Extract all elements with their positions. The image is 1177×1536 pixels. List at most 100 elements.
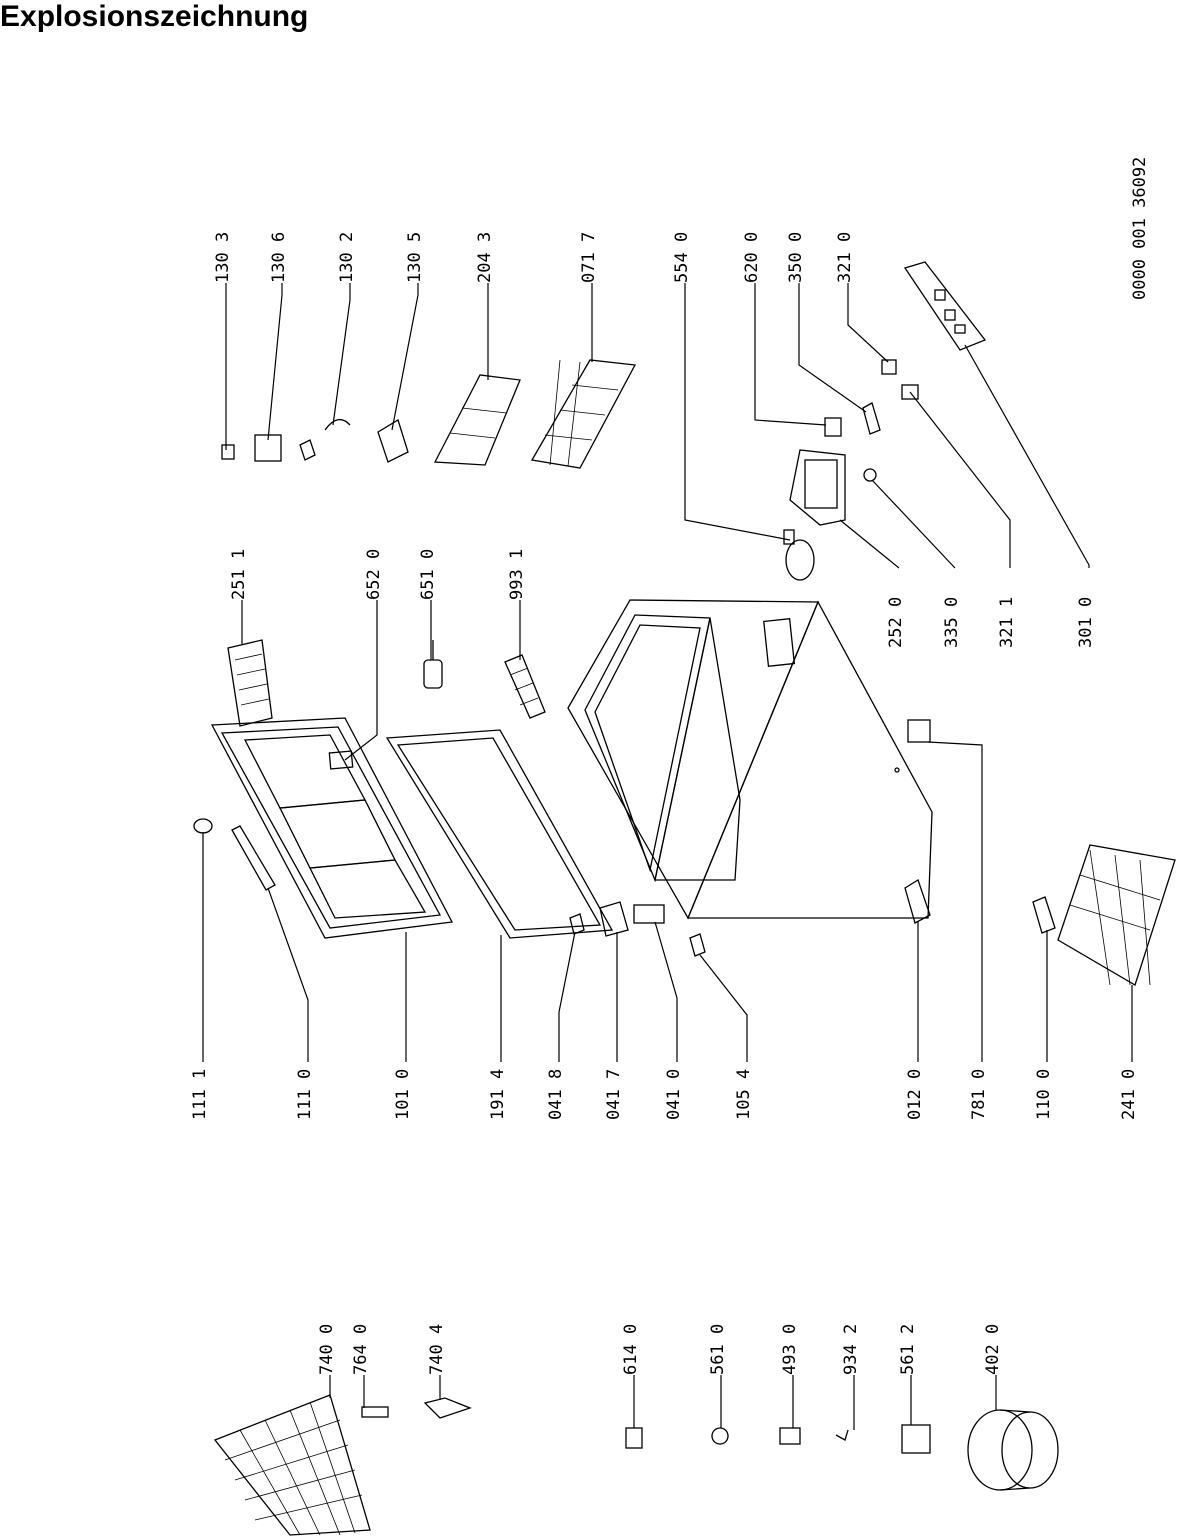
part-label-993-1: 993 1 (507, 549, 527, 600)
handle-drawing (231, 825, 276, 891)
leader-line-041-8 (558, 931, 576, 1062)
part-label-561-0: 561 0 (708, 1324, 728, 1375)
leader-line-105-4 (699, 954, 748, 1062)
leader-line-321-1 (909, 391, 1011, 568)
part-label-554-0: 554 0 (672, 232, 692, 283)
gasket-drawing (385, 729, 614, 939)
leader-line-620-0 (754, 283, 827, 426)
part-label-252-0: 252 0 (886, 597, 906, 648)
page-title: Explosionszeichnung (0, 0, 309, 33)
lid-drawing (210, 717, 454, 939)
compressor-drawing (967, 1409, 1059, 1491)
part-0410-drawing (633, 904, 665, 924)
part-label-191-4: 191 4 (488, 1069, 508, 1120)
part-4930-drawing (779, 1427, 801, 1445)
part-label-130-6: 130 6 (269, 232, 289, 283)
part-label-321-1: 321 1 (997, 597, 1017, 648)
part-label-041-7: 041 7 (604, 1069, 624, 1120)
part-5612-drawing (901, 1424, 931, 1454)
basket-drawing (1057, 844, 1176, 986)
leader-lines (202, 283, 1133, 1430)
part-label-111-1: 111 1 (190, 1069, 210, 1120)
part-labels: 130 3 130 6 130 2 130 5 204 3 071 7 554 0 620 0… (190, 232, 1139, 1375)
leader-line-130-6 (267, 283, 283, 441)
leader-line-301-0 (964, 344, 1090, 568)
part-7640-drawing (361, 1406, 389, 1418)
part-6140-drawing (625, 1427, 643, 1449)
part-label-335-0: 335 0 (942, 597, 962, 648)
part-3010-drawing (903, 261, 987, 351)
part-7404-drawing (423, 1397, 472, 1419)
part-label-652-0: 652 0 (364, 549, 384, 600)
part-2520-drawing (789, 449, 846, 526)
part-label-101-0: 101 0 (393, 1069, 413, 1120)
part-label-130-2: 130 2 (337, 232, 357, 283)
part-2043-drawing (433, 374, 521, 466)
part-label-402-0: 402 0 (983, 1324, 1003, 1375)
leader-line-554-0 (684, 283, 791, 541)
part-5540-drawing (783, 529, 815, 581)
part-label-561-2: 561 2 (898, 1324, 918, 1375)
part-3350-drawing (863, 468, 877, 482)
part-label-071-7: 071 7 (579, 232, 599, 283)
condenser-drawing (213, 1394, 371, 1536)
part-label-130-5: 130 5 (405, 232, 425, 283)
part-1302a-drawing (299, 439, 316, 461)
part-012-drawing (904, 879, 931, 924)
part-label-493-0: 493 0 (780, 1324, 800, 1375)
leader-line-321-0 (847, 283, 889, 363)
part-1306-drawing (254, 434, 282, 462)
leader-line-041-0 (654, 921, 678, 1062)
part-0417-drawing (599, 901, 629, 937)
cabinet-drawing (567, 599, 933, 920)
part-3500-drawing (862, 402, 881, 435)
part-0717-drawing (530, 359, 637, 469)
part-6200-drawing (824, 417, 842, 437)
part-label-251-1: 251 1 (229, 549, 249, 600)
leader-line-130-2 (332, 283, 351, 426)
leader-line-111-0 (267, 887, 309, 1062)
part-label-204-3: 204 3 (475, 232, 495, 283)
part-5610-drawing (711, 1427, 729, 1445)
part-110-drawing (1032, 896, 1056, 934)
part-label-350-0: 350 0 (786, 232, 806, 283)
document-id: 0000 001 36092 (1130, 157, 1150, 300)
part-1302b-drawing (324, 418, 351, 431)
part-label-934-2: 934 2 (841, 1324, 861, 1375)
leader-line-350-0 (798, 283, 867, 413)
part-label-105-4: 105 4 (734, 1069, 754, 1120)
part-9342-drawing (835, 1429, 849, 1441)
part-label-301-0: 301 0 (1076, 597, 1096, 648)
part-3210-drawing (881, 359, 897, 375)
part-1054-drawing (689, 933, 706, 957)
part-label-041-8: 041 8 (546, 1069, 566, 1120)
part-label-241-0: 241 0 (1119, 1069, 1139, 1120)
part-label-130-3: 130 3 (213, 232, 233, 283)
part-label-111-0: 111 0 (295, 1069, 315, 1120)
part-label-110-0: 110 0 (1034, 1069, 1054, 1120)
leader-line-781-0 (927, 741, 983, 1062)
part-3211-drawing (901, 384, 919, 400)
part-label-781-0: 781 0 (969, 1069, 989, 1120)
part-label-620-0: 620 0 (742, 232, 762, 283)
part-label-041-0: 041 0 (664, 1069, 684, 1120)
part-251-drawing (227, 639, 273, 727)
part-label-764-0: 764 0 (351, 1324, 371, 1375)
part-1305-drawing (377, 419, 409, 463)
cap-drawing (193, 818, 213, 834)
leader-line-652-0 (344, 600, 378, 761)
leader-line-335-0 (871, 479, 956, 569)
part-1303-drawing (221, 444, 235, 460)
leader-line-252-0 (839, 519, 900, 569)
part-0418-drawing (569, 913, 585, 935)
part-label-651-0: 651 0 (418, 549, 438, 600)
part-label-012-0: 012 0 (905, 1069, 925, 1120)
part-label-321-0: 321 0 (835, 232, 855, 283)
part-label-614-0: 614 0 (621, 1324, 641, 1375)
part-651-drawing (423, 640, 443, 689)
part-label-740-0: 740 0 (317, 1324, 337, 1375)
leader-line-130-5 (391, 283, 419, 431)
part-781-drawing (907, 719, 931, 743)
part-label-740-4: 740 4 (427, 1324, 447, 1375)
